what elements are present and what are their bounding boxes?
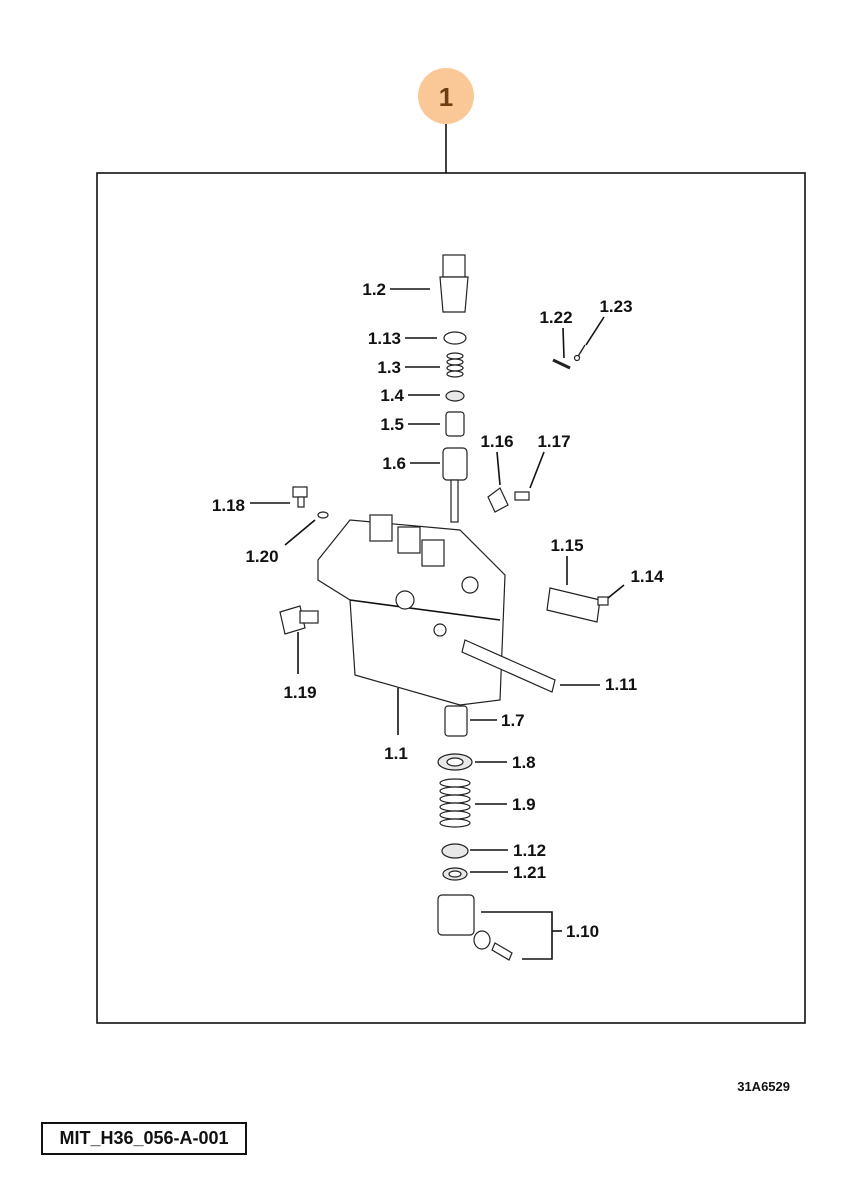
part-1-1-body <box>317 519 506 706</box>
part-1-20 <box>317 511 329 519</box>
leader-lines <box>250 288 625 960</box>
label-1-16: 1.16 <box>480 432 513 451</box>
drawing-code: 31A6529 <box>737 1079 790 1094</box>
part-1-4 <box>445 390 465 402</box>
label-1-12: 1.12 <box>513 841 546 860</box>
part-labels: 1.2 1.13 1.3 1.4 1.5 1.6 1.16 1.17 1.18 … <box>212 280 664 941</box>
part-1-15 <box>546 587 601 623</box>
label-1-20: 1.20 <box>245 547 278 566</box>
label-1-13: 1.13 <box>368 329 401 348</box>
label-1-4: 1.4 <box>380 386 404 405</box>
part-1-12 <box>441 843 469 859</box>
diagram-frame <box>96 172 806 1024</box>
part-1-14 <box>597 596 609 606</box>
label-1-8: 1.8 <box>512 753 536 772</box>
reference-code-box: MIT_H36_056-A-001 <box>41 1122 247 1155</box>
label-1-5: 1.5 <box>380 415 404 434</box>
part-1-18 <box>292 486 308 498</box>
label-1-6: 1.6 <box>382 454 406 473</box>
part-1-2-body <box>439 276 469 313</box>
label-1-21: 1.21 <box>513 863 546 882</box>
part-1-6 <box>442 447 468 481</box>
part-1-19 <box>279 605 306 635</box>
callout-number: 1 <box>439 82 453 112</box>
part-1-22 <box>552 358 571 370</box>
part-1-10 <box>437 894 475 936</box>
part-1-9 <box>439 778 471 828</box>
label-1-3: 1.3 <box>377 358 401 377</box>
part-1-17 <box>514 491 530 501</box>
part-1-5 <box>445 411 465 437</box>
part-1-7 <box>444 705 468 737</box>
label-1-9: 1.9 <box>512 795 536 814</box>
label-1-2: 1.2 <box>362 280 386 299</box>
label-1-19: 1.19 <box>283 683 316 702</box>
assembly-callout[interactable]: 1 <box>418 68 474 124</box>
label-1-1: 1.1 <box>384 744 408 763</box>
label-1-10: 1.10 <box>566 922 599 941</box>
label-1-22: 1.22 <box>539 308 572 327</box>
label-1-11: 1.11 <box>605 675 637 694</box>
part-1-2-top <box>442 254 466 278</box>
label-1-23: 1.23 <box>599 297 632 316</box>
callout-circle <box>418 68 474 124</box>
part-1-13 <box>443 331 467 345</box>
label-1-18: 1.18 <box>212 496 245 515</box>
part-1-11 <box>461 639 556 693</box>
label-1-17: 1.17 <box>537 432 570 451</box>
label-1-7: 1.7 <box>501 711 525 730</box>
label-1-14: 1.14 <box>630 567 664 586</box>
parts-illustration <box>279 254 609 961</box>
label-1-15: 1.15 <box>550 536 583 555</box>
part-1-3 <box>446 352 464 378</box>
part-1-16 <box>487 487 509 513</box>
